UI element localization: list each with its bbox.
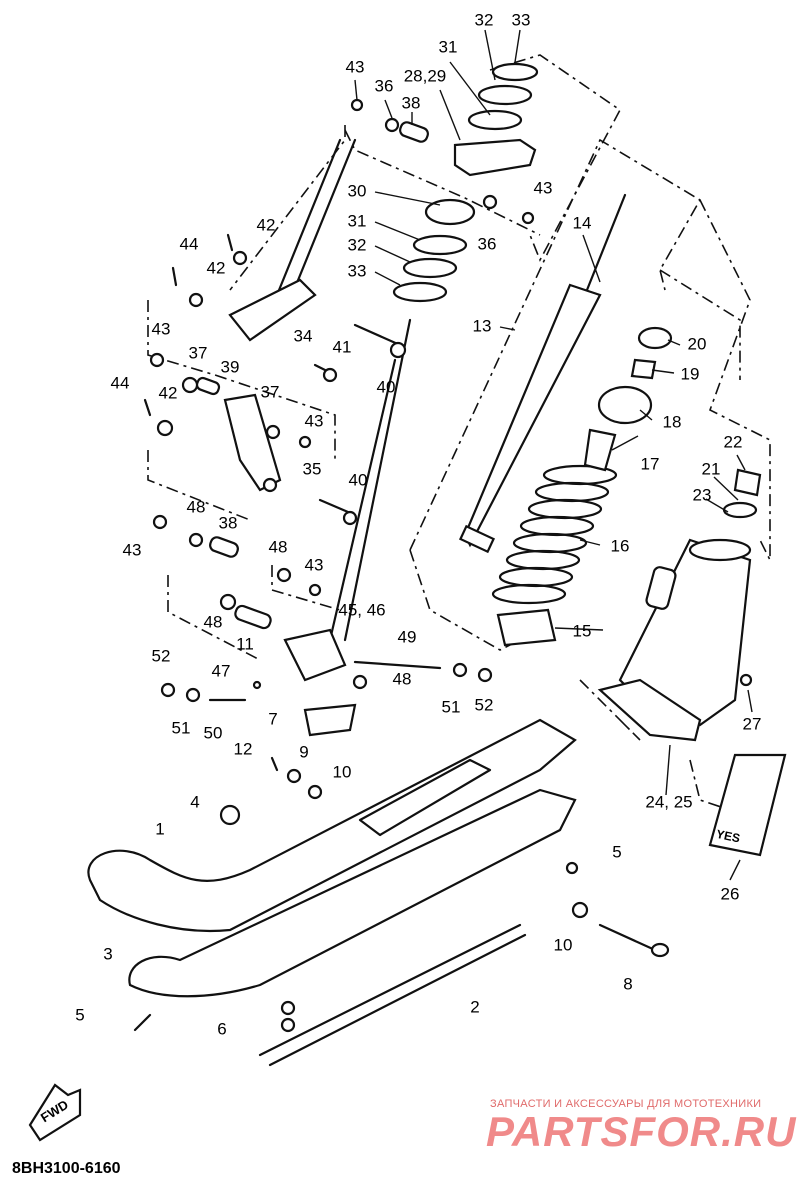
strut-rods xyxy=(273,138,412,642)
callout-4: 4 xyxy=(190,792,199,811)
callout-31a: 31 xyxy=(439,37,458,56)
callout-40b: 40 xyxy=(349,470,368,489)
callout-49: 49 xyxy=(398,627,417,646)
callout-17: 17 xyxy=(641,454,660,473)
callout-24-25: 24, 25 xyxy=(645,792,692,811)
diagram-code: 8BH3100-6160 xyxy=(12,1160,121,1177)
callout-38a: 38 xyxy=(402,93,421,112)
callout-48b: 48 xyxy=(269,537,288,556)
callout-5b: 5 xyxy=(75,1005,84,1024)
reservoir xyxy=(597,468,762,742)
callout-10a: 10 xyxy=(333,762,352,781)
callout-43a: 43 xyxy=(346,57,365,76)
callout-3: 3 xyxy=(103,944,112,963)
callout-12: 12 xyxy=(234,739,253,758)
callout-35: 35 xyxy=(303,459,322,478)
callout-43b: 43 xyxy=(534,178,553,197)
callout-33b: 33 xyxy=(348,261,367,280)
link-assembly xyxy=(195,278,442,737)
callout-33a: 33 xyxy=(512,10,531,29)
callout-23: 23 xyxy=(693,485,712,504)
forward-arrow xyxy=(28,1083,82,1142)
callout-40a: 40 xyxy=(377,377,396,396)
callout-37b: 37 xyxy=(261,382,280,401)
callout-7: 7 xyxy=(268,709,277,728)
callout-18: 18 xyxy=(663,412,682,431)
callout-52a: 52 xyxy=(152,646,171,665)
callout-19: 19 xyxy=(681,364,700,383)
callout-30: 30 xyxy=(348,181,367,200)
callout-39: 39 xyxy=(221,357,240,376)
decal xyxy=(708,753,787,857)
callout-labels: 1 2 3 4 5 5 6 7 8 9 10 10 11 12 13 14 15… xyxy=(38,10,762,1125)
watermark-tagline: ЗАПЧАСТИ И АКСЕССУАРЫ ДЛЯ МОТОТЕХНИКИ xyxy=(490,1098,762,1110)
watermark-brand: PARTSFOR.RU xyxy=(486,1108,797,1155)
callout-9: 9 xyxy=(299,742,308,761)
callout-31b: 31 xyxy=(348,211,367,230)
callout-15: 15 xyxy=(573,621,592,640)
callout-1: 1 xyxy=(155,819,164,838)
callout-26: 26 xyxy=(721,884,740,903)
callout-51b: 51 xyxy=(442,697,461,716)
callout-48a: 48 xyxy=(187,497,206,516)
upper-washer-stack xyxy=(392,62,539,303)
callout-44b: 44 xyxy=(111,373,130,392)
callout-34: 34 xyxy=(294,326,313,345)
callout-22: 22 xyxy=(724,432,743,451)
callout-48c: 48 xyxy=(204,612,223,631)
callout-32b: 32 xyxy=(348,235,367,254)
callout-36b: 36 xyxy=(478,234,497,253)
callout-38b: 38 xyxy=(219,513,238,532)
callout-52b: 52 xyxy=(475,695,494,714)
callout-37a: 37 xyxy=(189,343,208,362)
callout-27: 27 xyxy=(743,714,762,733)
callout-41: 41 xyxy=(333,337,352,356)
spring xyxy=(491,464,618,605)
callout-45-46: 45, 46 xyxy=(338,600,385,619)
callout-42b: 42 xyxy=(207,258,226,277)
decal-text: YES xyxy=(715,827,741,846)
callout-5a: 5 xyxy=(612,842,621,861)
callout-43e: 43 xyxy=(123,540,142,559)
callout-10b: 10 xyxy=(554,935,573,954)
callout-32a: 32 xyxy=(475,10,494,29)
callout-51a: 51 xyxy=(172,718,191,737)
callout-2: 2 xyxy=(470,997,479,1016)
callout-13: 13 xyxy=(473,316,492,335)
callout-47: 47 xyxy=(212,661,231,680)
callout-43c: 43 xyxy=(152,319,171,338)
callout-50: 50 xyxy=(204,723,223,742)
callout-43f: 43 xyxy=(305,555,324,574)
callout-20: 20 xyxy=(688,334,707,353)
callout-11: 11 xyxy=(236,634,254,653)
ski xyxy=(87,718,670,1067)
callout-43d: 43 xyxy=(305,411,324,430)
callout-44a: 44 xyxy=(180,234,199,253)
callout-6: 6 xyxy=(217,1019,226,1038)
callout-36a: 36 xyxy=(375,76,394,95)
leader-lines xyxy=(354,29,753,881)
callout-42c: 42 xyxy=(159,383,178,402)
callout-8: 8 xyxy=(623,974,632,993)
callout-28-29: 28,29 xyxy=(404,66,447,85)
fasteners xyxy=(143,98,753,1033)
callout-21: 21 xyxy=(702,459,721,478)
callout-42a: 42 xyxy=(257,215,276,234)
callout-48d: 48 xyxy=(393,669,412,688)
callout-16: 16 xyxy=(611,536,630,555)
shock-absorber xyxy=(458,193,673,647)
callout-14: 14 xyxy=(573,213,592,232)
assembly-outlines xyxy=(147,54,771,811)
